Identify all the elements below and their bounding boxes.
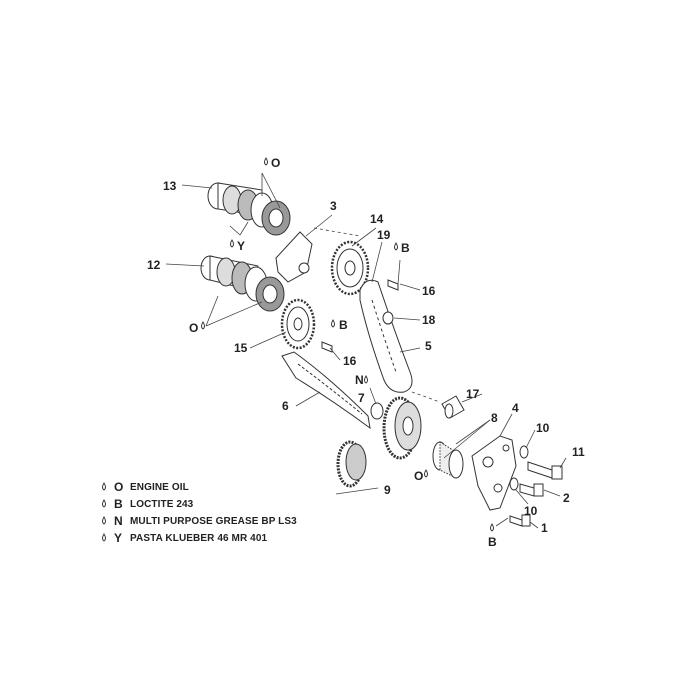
legend-row-grease: N MULTI PURPOSE GREASE BP LS3 — [114, 513, 297, 529]
leader-lines — [165, 172, 567, 529]
legend-code: N — [114, 514, 123, 528]
legend-row-loctite: B LOCTITE 243 — [114, 496, 193, 512]
callout-4: 4 — [512, 401, 519, 415]
legend-code: O — [114, 480, 124, 494]
callout-14: 14 — [370, 212, 384, 226]
callout-10-upper: 10 — [536, 421, 550, 435]
bolt-11 — [527, 461, 563, 480]
callout-10-lower: 10 — [524, 504, 538, 518]
callout-16-lower: 16 — [343, 354, 357, 368]
needle-bearing-8 — [432, 441, 464, 479]
callout-6: 6 — [282, 399, 289, 413]
callout-9: 9 — [384, 483, 391, 497]
callout-17: 17 — [466, 387, 480, 401]
lube-mark-y-mid: Y — [237, 239, 246, 253]
callout-12: 12 — [147, 258, 161, 272]
legend-text: MULTI PURPOSE GREASE BP LS3 — [130, 515, 297, 527]
callout-19: 19 — [377, 228, 391, 242]
legend-row-engine-oil: O ENGINE OIL — [114, 479, 189, 495]
lube-mark-b-top: B — [401, 241, 410, 255]
callout-13: 13 — [163, 179, 177, 193]
washer-7 — [370, 402, 384, 420]
legend-text: PASTA KLUEBER 46 MR 401 — [130, 532, 268, 544]
legend-code: Y — [114, 531, 123, 545]
camshaft-lower — [200, 255, 285, 312]
callout-1: 1 — [541, 521, 548, 535]
lube-mark-o-top: O — [271, 156, 281, 170]
callout-8: 8 — [491, 411, 498, 425]
legend-code: B — [114, 497, 123, 511]
lube-mark-b-mid: B — [339, 318, 348, 332]
legend-text: LOCTITE 243 — [130, 498, 194, 510]
callout-16-upper: 16 — [422, 284, 436, 298]
pin-17 — [441, 395, 465, 419]
chain-tensioner-5 — [359, 279, 413, 393]
screw-16-upper — [387, 279, 399, 291]
bolt-2 — [519, 483, 544, 497]
callout-7: 7 — [358, 391, 365, 405]
lube-drop-icons — [201, 157, 494, 532]
legend-row-klueber: Y PASTA KLUEBER 46 MR 401 — [114, 530, 267, 546]
chain-guide-6 — [281, 351, 371, 430]
bracket-3 — [275, 231, 313, 283]
callout-2: 2 — [563, 491, 570, 505]
lube-mark-n-mid: N — [355, 373, 364, 387]
callout-3: 3 — [330, 199, 337, 213]
lube-mark-o-bearing: O — [414, 469, 424, 483]
callout-15: 15 — [234, 341, 248, 355]
legend-drop-icons — [102, 482, 106, 542]
sprocket-15 — [280, 298, 316, 350]
sprocket-14 — [330, 240, 370, 296]
callout-11: 11 — [572, 445, 585, 459]
camshaft-upper — [207, 182, 291, 236]
bushing-18 — [382, 311, 394, 325]
screw-16-lower — [321, 341, 333, 353]
washer-10-upper — [519, 445, 529, 459]
callout-18: 18 — [422, 313, 436, 327]
bolt-1 — [509, 514, 531, 527]
lube-mark-o-left: O — [189, 321, 199, 335]
gear-9 — [336, 396, 422, 488]
callout-5: 5 — [425, 339, 432, 353]
lube-mark-b-bottom: B — [488, 535, 497, 549]
cover-plate-4 — [471, 435, 517, 511]
washer-10-lower — [509, 477, 519, 491]
legend-text: ENGINE OIL — [130, 481, 189, 493]
